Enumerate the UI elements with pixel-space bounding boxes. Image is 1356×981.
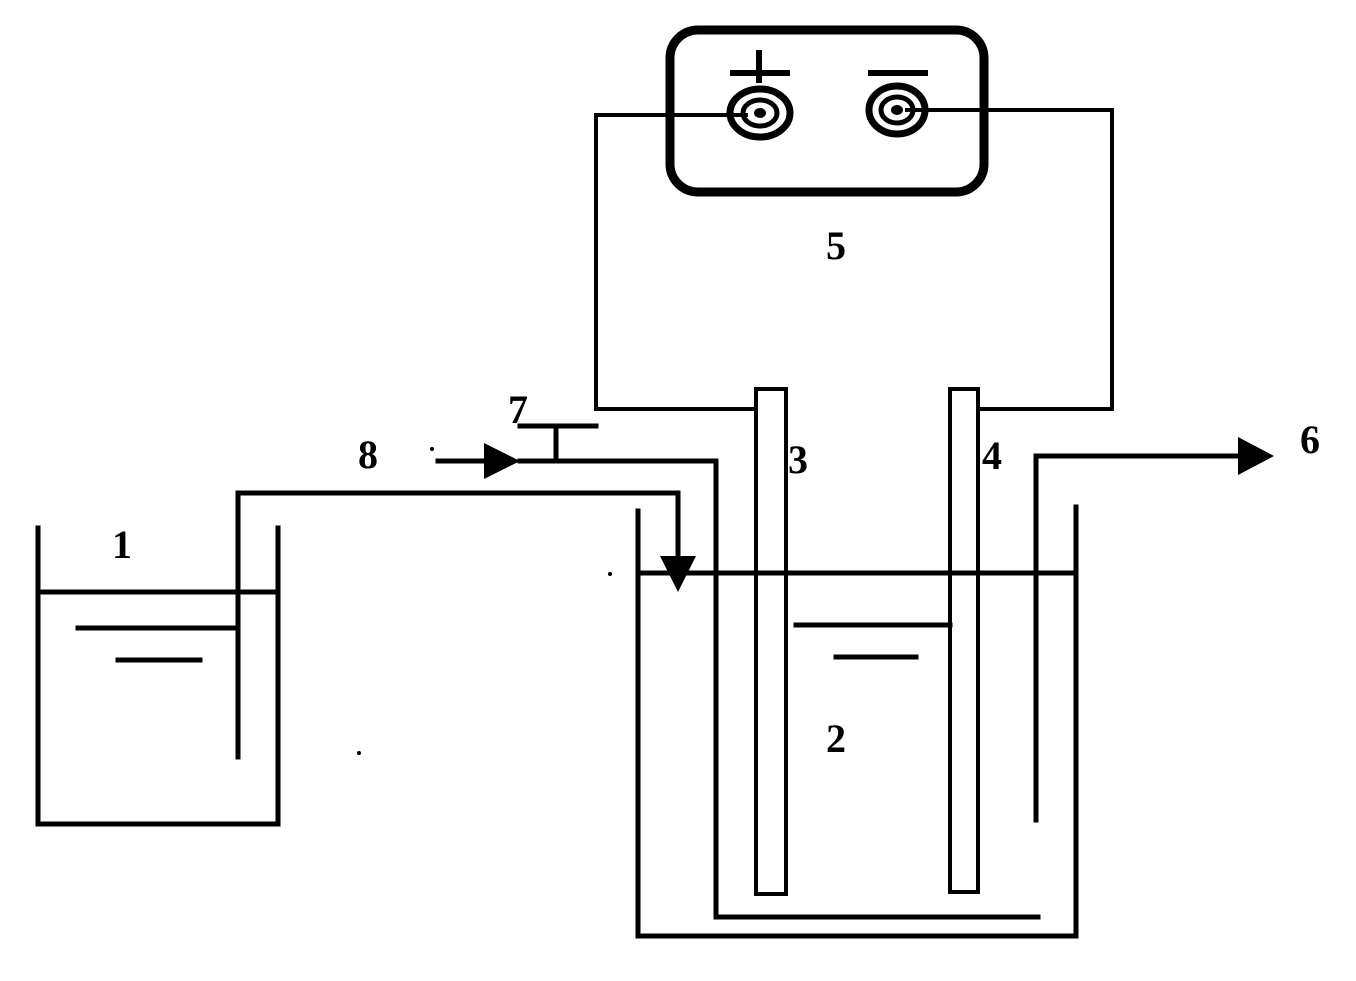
tank-2-walls: [635, 504, 1079, 939]
negative-wire: [905, 108, 1114, 411]
label-gas-inlet: 8: [358, 432, 378, 477]
tank-2: [635, 504, 1079, 939]
label-tank-1: 1: [112, 522, 132, 567]
label-electrode-3: 3: [788, 437, 808, 482]
gas-inlet-arrow-head: [484, 443, 520, 479]
cathode-plate: [948, 387, 980, 894]
gas-inlet: [435, 423, 1041, 920]
plus-sign: [730, 50, 790, 83]
electrode-3: [754, 387, 788, 896]
feed-pipe-line: [235, 490, 681, 760]
tank-1-walls: [35, 525, 281, 827]
label-outlet: 6: [1300, 417, 1320, 462]
gas-distribution-pipe: [517, 458, 1041, 920]
speck: [357, 751, 361, 755]
label-electrode-4: 4: [982, 433, 1002, 478]
label-power-supply: 5: [826, 223, 846, 268]
anode-plate: [754, 387, 788, 896]
outlet-pipe: [1033, 437, 1274, 823]
outlet-arrow-head: [1238, 437, 1274, 475]
power-supply: [665, 25, 989, 197]
label-tank-2: 2: [826, 716, 846, 761]
speck: [430, 447, 434, 451]
speck: [608, 572, 612, 576]
electrode-4: [948, 387, 980, 894]
tank-1: [35, 525, 281, 827]
positive-terminal[interactable]: [726, 85, 794, 141]
feed-pipe: [235, 490, 696, 760]
power-supply-box: [665, 25, 989, 197]
label-valve: 7: [508, 387, 528, 432]
positive-wire: [594, 113, 756, 411]
negative-terminal[interactable]: [865, 82, 929, 138]
outlet-pipe-line: [1033, 453, 1243, 823]
